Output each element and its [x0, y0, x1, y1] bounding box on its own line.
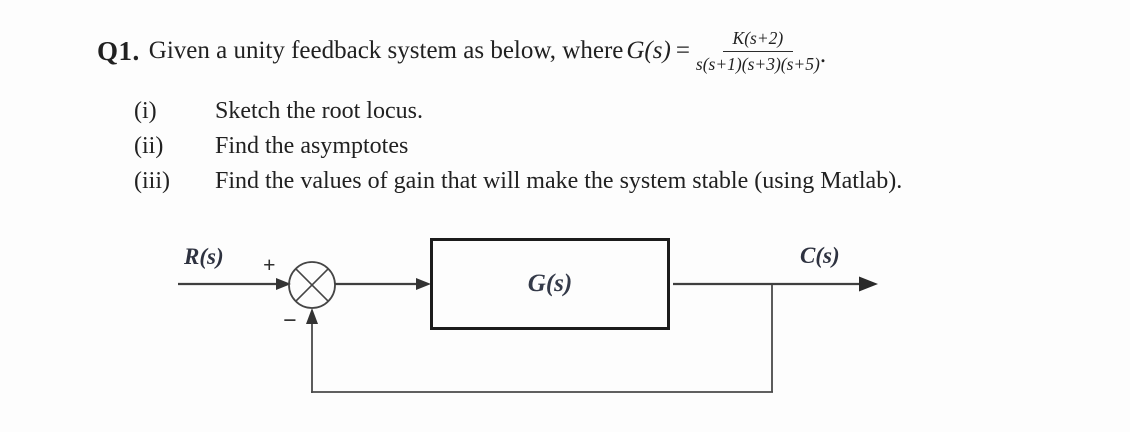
list-item-numeral: (i) [134, 98, 157, 124]
list-item: (iii) Find the values of gain that will … [134, 164, 902, 199]
minus-sign: − [283, 308, 297, 334]
question-title: Q1. Given a unity feedback system as bel… [97, 24, 826, 78]
output-arrowhead-icon [859, 276, 878, 292]
fraction-numerator: K(s+2) [722, 27, 794, 52]
transfer-function-block: G(s) [430, 238, 670, 330]
list-item-text: Sketch the root locus. [215, 98, 423, 124]
list-item-numeral: (ii) [134, 133, 164, 159]
list-item-text: Find the asymptotes [215, 133, 409, 159]
list-item: (ii) Find the asymptotes [134, 129, 902, 164]
summing-junction-cross-line [295, 268, 329, 302]
input-arrowhead-icon [276, 278, 291, 290]
block-label: G(s) [527, 270, 573, 297]
list-item-text: Find the values of gain that will make t… [215, 168, 903, 194]
sentence-period: . [819, 41, 827, 68]
input-signal-label: R(s) [184, 244, 224, 269]
equals-sign: = [675, 37, 690, 64]
feedback-arrowhead-icon [306, 308, 318, 324]
transfer-function-lhs: G(s) [626, 37, 671, 64]
plus-sign: + [263, 252, 276, 277]
block-input-arrowhead-icon [416, 278, 431, 290]
question-number: Q1. [97, 35, 140, 66]
list-item: (i) Sketch the root locus. [134, 94, 902, 129]
list-item-numeral: (iii) [134, 168, 170, 194]
question-intro-text: Given a unity feedback system as below, … [148, 37, 624, 64]
transfer-function-fraction: K(s+2) s(s+1)(s+3)(s+5) [696, 27, 820, 75]
output-signal-label: C(s) [800, 243, 840, 268]
fraction-denominator: s(s+1)(s+3)(s+5) [695, 53, 820, 74]
subquestion-list: (i) Sketch the root locus. (ii) Find the… [134, 94, 902, 199]
